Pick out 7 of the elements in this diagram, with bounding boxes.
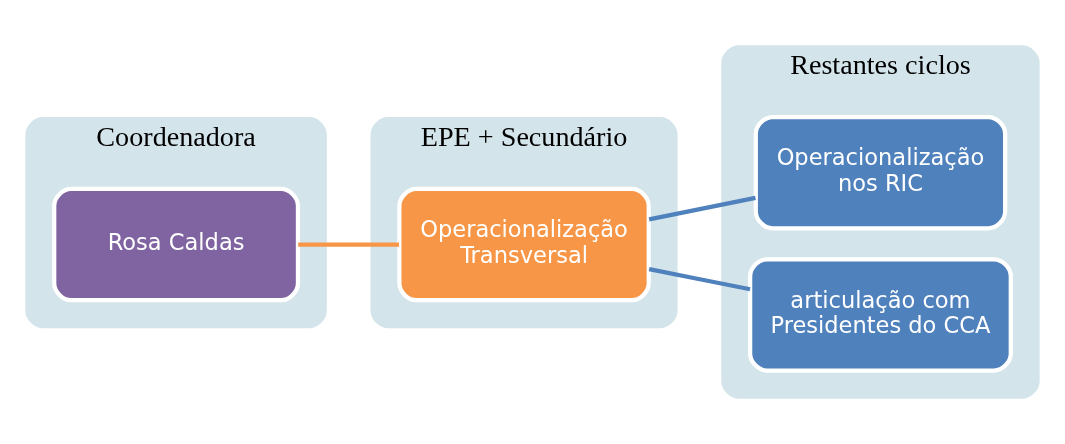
connector: [648, 195, 756, 222]
node-box: Rosa Caldas: [52, 186, 301, 303]
node-box: Operacionalização nos RIC: [753, 114, 1008, 231]
node-box: Operacionalização Transversal: [397, 186, 651, 303]
connector: [648, 267, 751, 292]
connector: [298, 242, 400, 247]
node-box: articulação com Presidentes do CCA: [748, 257, 1013, 373]
